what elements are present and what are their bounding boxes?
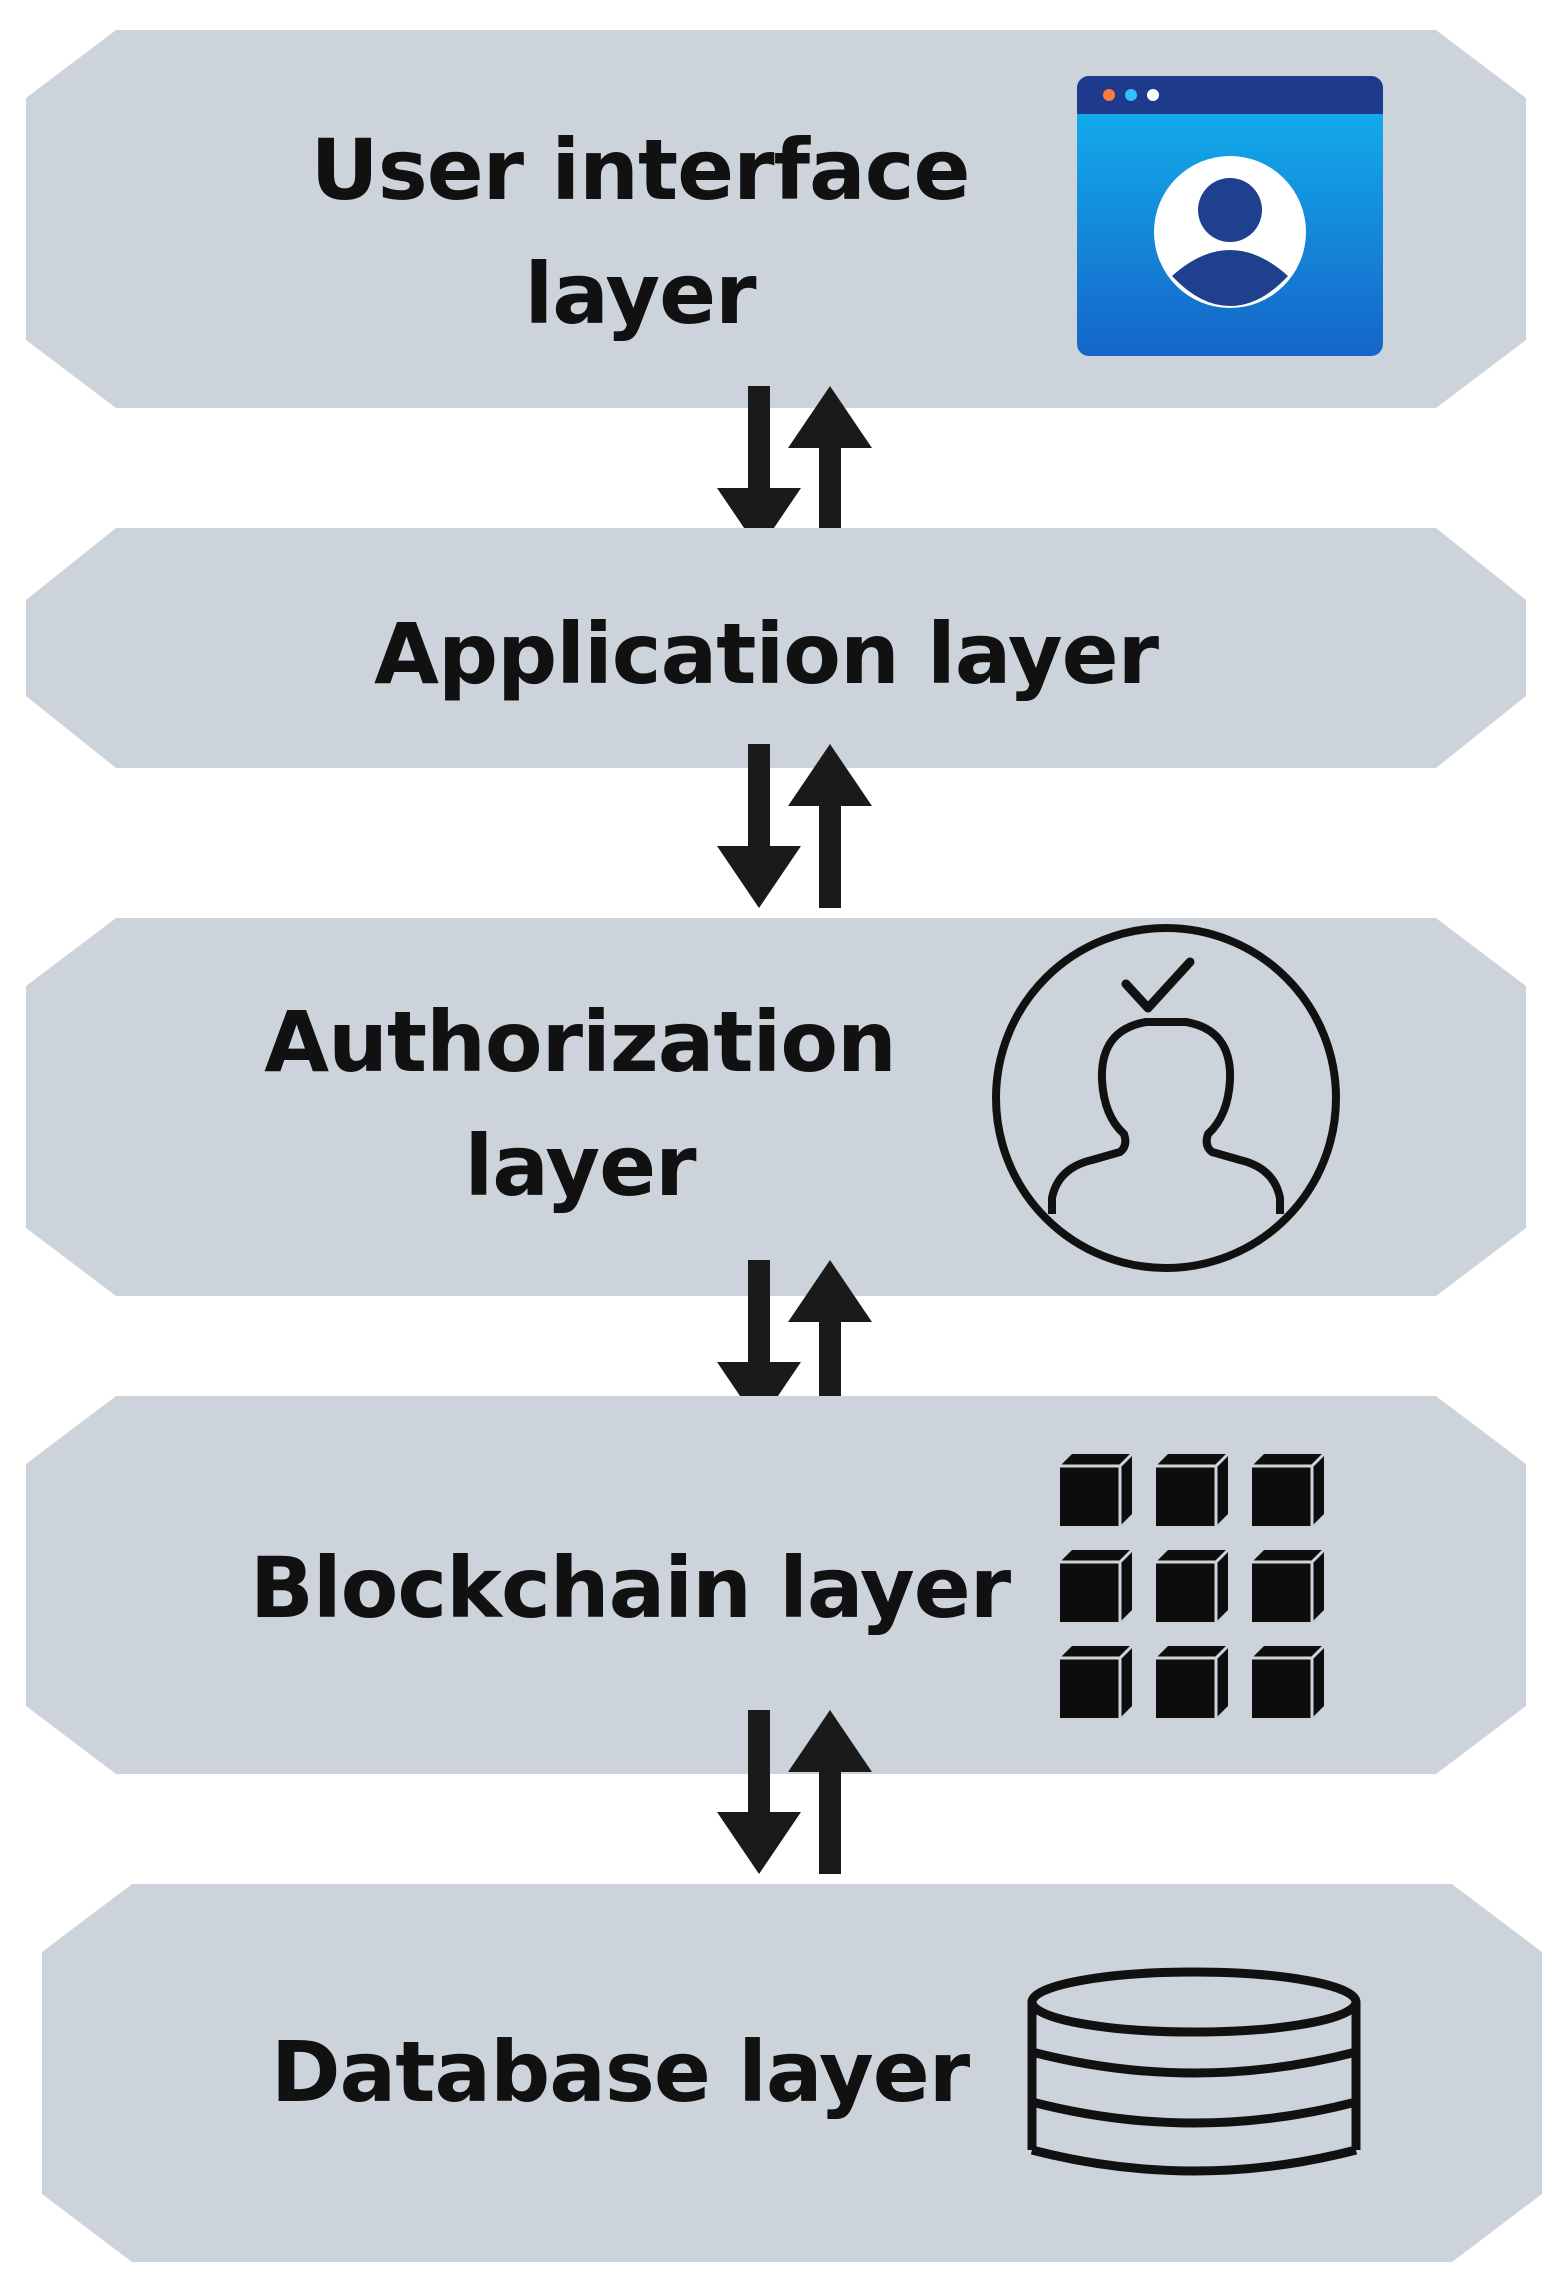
bidirectional-arrows	[717, 744, 872, 908]
layer-application	[26, 528, 1526, 768]
user-check-icon	[992, 924, 1340, 1272]
layer-authorization-label: Authorization layer	[264, 993, 897, 1215]
layer-database	[42, 1884, 1542, 2262]
layer-user-interface-label: User interface layer	[310, 121, 971, 343]
database-icon	[1027, 1967, 1361, 2176]
bidirectional-arrows	[717, 386, 872, 550]
layer-application-label: Application layer	[373, 605, 1159, 703]
blocks-grid-icon	[1058, 1452, 1326, 1720]
browser-user-icon	[1077, 76, 1383, 356]
layer-database-label: Database layer	[270, 2023, 970, 2121]
layer-blockchain-label: Blockchain layer	[249, 1539, 1011, 1637]
bidirectional-arrows	[717, 1710, 872, 1874]
layer-authorization	[26, 918, 1526, 1296]
